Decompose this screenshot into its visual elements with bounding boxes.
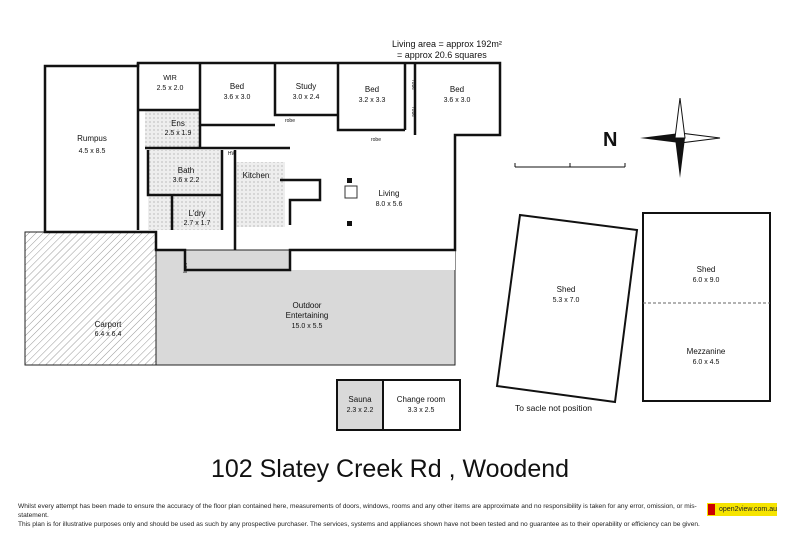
- open2view-logo[interactable]: open2view.com.au: [707, 503, 777, 516]
- room-name: Ens: [171, 119, 185, 128]
- sauna-room: [336, 379, 384, 431]
- room-size: 5.3 x 7.0: [553, 297, 580, 304]
- room-size: 3.3 x 2.5: [408, 407, 435, 414]
- room-size: 3.6 x 3.0: [444, 97, 471, 104]
- room-name: Living: [379, 189, 400, 198]
- living-area-note: Living area = approx 192m² = approx 20.6…: [392, 39, 502, 61]
- hw-label: HW: [228, 151, 237, 157]
- change-room: [382, 379, 461, 431]
- room-name: Shed: [697, 265, 716, 274]
- robe-label: robe: [410, 107, 416, 117]
- room-name: Sauna: [348, 395, 372, 404]
- room-name: Bed: [365, 85, 379, 94]
- room-name: WIR: [163, 75, 177, 82]
- room-name: Bed: [230, 82, 244, 91]
- room-name: Outdoor: [293, 301, 322, 310]
- room-name: Bed: [450, 85, 464, 94]
- room-size: 6.4 x 6.4: [95, 331, 122, 338]
- room-name: Study: [296, 82, 316, 91]
- robe-label: robe: [410, 80, 416, 90]
- room-size: 3.0 x 2.4: [293, 94, 320, 101]
- disclaimer: Whilst every attempt has been made to en…: [18, 502, 708, 529]
- room-size: 2.3 x 2.2: [347, 407, 374, 414]
- room-size: 6.0 x 4.5: [693, 359, 720, 366]
- room-name: Shed: [557, 285, 576, 294]
- property-address-title: 102 Slatey Creek Rd , Woodend: [210, 455, 570, 483]
- room-name: L'dry: [188, 209, 205, 218]
- living-area-line1: Living area = approx 192m²: [392, 39, 502, 49]
- room-size: 2.5 x 1.9: [165, 130, 192, 137]
- room-size: 3.2 x 3.3: [359, 97, 386, 104]
- room-name: Entertaining: [286, 311, 329, 320]
- disclaimer-line1: Whilst every attempt has been made to en…: [18, 503, 697, 519]
- room-size: 3.6 x 2.2: [173, 177, 200, 184]
- north-arrow-icon: [640, 97, 721, 178]
- logo-text: open2view.com.au: [719, 506, 777, 513]
- room-name: Bath: [178, 166, 194, 175]
- room-size: 2.7 x 1.7: [184, 220, 211, 227]
- room-size: 6.0 x 9.0: [693, 277, 720, 284]
- robe-label: robe: [371, 137, 381, 143]
- house-walls: [43, 61, 502, 272]
- logo-icon: [708, 504, 716, 515]
- shed-1: [495, 213, 639, 404]
- shed-2: [642, 212, 771, 402]
- scale-bar: [514, 163, 626, 168]
- scale-note: To sacle not position: [515, 403, 593, 413]
- north-label: N: [603, 129, 617, 151]
- room-size: 8.0 x 5.6: [376, 201, 403, 208]
- room-name: Mezzanine: [687, 347, 726, 356]
- disclaimer-line2: This plan is for illustrative purposes o…: [18, 521, 700, 528]
- carport-area: [24, 231, 157, 366]
- living-area-line2: = approx 20.6 squares: [397, 50, 487, 60]
- room-size: 2.5 x 2.0: [157, 85, 184, 92]
- robe-label: robe: [285, 118, 295, 124]
- room-name: Change room: [397, 395, 446, 404]
- room-size: 3.6 x 3.0: [224, 94, 251, 101]
- room-name: Carport: [95, 320, 122, 329]
- room-size: 4.5 x 8.5: [79, 148, 106, 155]
- room-name: Kitchen: [243, 171, 270, 180]
- linen-label: linen: [183, 263, 189, 274]
- room-size: 15.0 x 5.5: [292, 323, 323, 330]
- room-name: Rumpus: [77, 134, 107, 143]
